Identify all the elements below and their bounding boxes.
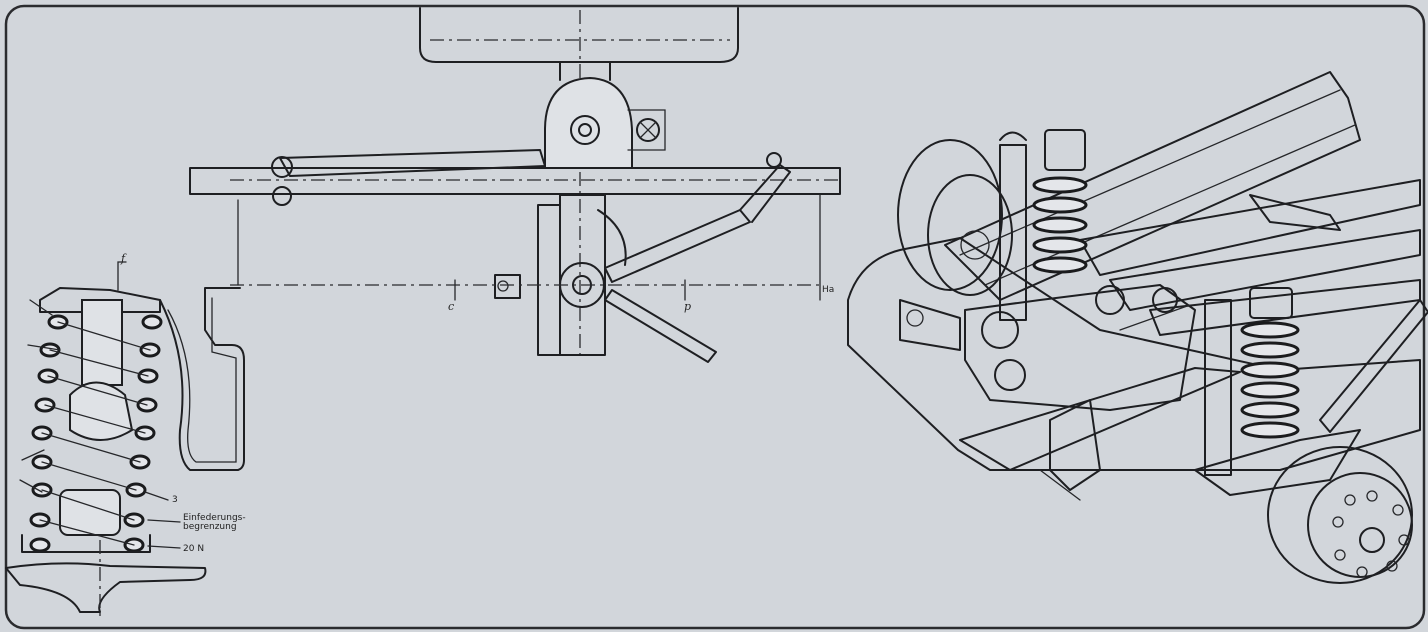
cross-member — [959, 367, 1241, 471]
coil-spring-left — [1032, 176, 1088, 274]
lower-link-left — [1049, 399, 1101, 491]
coil-spring — [29, 314, 163, 553]
chassis-rail-main — [944, 71, 1361, 301]
label-note-line-2: begrenzung — [183, 522, 237, 532]
label-spring-top: f — [120, 252, 127, 265]
steering-arm-lower — [604, 289, 717, 363]
vehicle-body-outline — [419, 7, 739, 63]
front-axle-plan-view: c p Ha — [189, 7, 841, 363]
damper-left — [999, 144, 1027, 321]
label-note-value: 20 N — [183, 544, 204, 554]
chassis-rail-inner — [1079, 179, 1421, 276]
spring-seat-right — [1249, 287, 1293, 319]
suspension-perspective-view — [847, 71, 1428, 584]
damper-tube — [81, 299, 123, 386]
diagram-frame — [4, 4, 1426, 630]
label-center-c: c — [448, 300, 454, 313]
pivot-bracket — [544, 76, 633, 169]
coil-spring-section-view: f 3 Einfederungs- begrenzung 20 N — [5, 252, 246, 620]
label-center-p: p — [684, 300, 691, 313]
damper-right — [1204, 299, 1232, 476]
wheel-bolts — [1332, 490, 1410, 578]
spring-lower-seat — [21, 534, 151, 553]
wheel-right — [1267, 446, 1413, 584]
frame-bracket — [159, 287, 245, 471]
spring-seat-left — [1044, 129, 1086, 171]
upper-link-rod — [279, 149, 546, 177]
axle-assembly — [964, 284, 1196, 411]
label-side-height: Ha — [822, 285, 834, 295]
drive-shaft — [1319, 299, 1428, 433]
coil-spring-right — [1240, 321, 1300, 439]
label-callout-3: 3 — [172, 495, 178, 505]
steering-knuckle — [537, 204, 561, 356]
axle-beam-section — [5, 562, 207, 613]
label-note-line-1: Einfederungs- — [183, 513, 246, 523]
steering-arm-upper — [604, 209, 751, 283]
wheel-left — [897, 139, 1003, 291]
lower-control-arm-right — [1194, 429, 1361, 496]
